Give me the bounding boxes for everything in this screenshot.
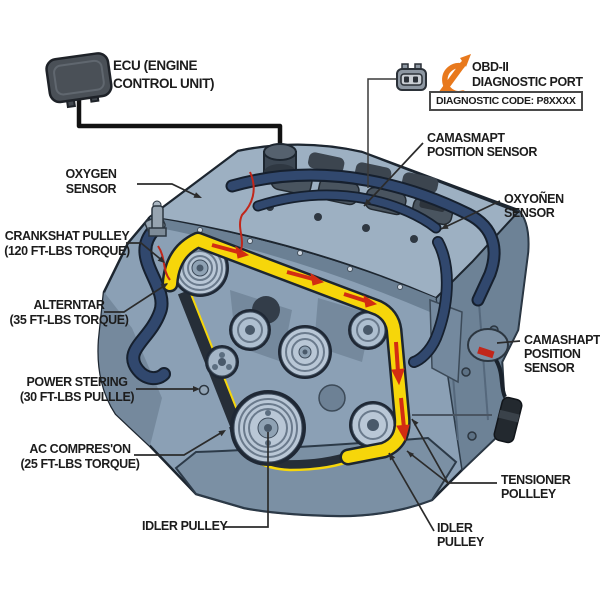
- label-line: TENSIONER: [501, 473, 571, 487]
- label-line: (25 FT-LBS TORQUE): [20, 457, 140, 471]
- sensor-wires: [157, 171, 255, 281]
- oxygen-sensor-part: [148, 200, 167, 237]
- label-line: (35 FT-LBS TORQUE): [9, 313, 129, 327]
- label-camshaft-sensor-right: CAMASHAPT POSITION SENSOR: [524, 333, 600, 375]
- label-obd-port: OBD-II DIAGNOSTIC PORT: [472, 60, 583, 90]
- label-line: POWER STERING: [26, 375, 128, 389]
- leader-arrowheads: [157, 192, 449, 461]
- label-crankshaft-pulley: CRANKSHAT PULLEY (120 FT-LBS TORQUE): [4, 229, 130, 259]
- label-line: OBD-II: [472, 60, 509, 74]
- label-idler-pulley-right: IDLER PULLEY: [437, 521, 484, 549]
- label-line: POSITION SENSOR: [427, 145, 537, 159]
- label-line: POSITION: [524, 347, 581, 361]
- label-line: ALTERNTAR: [33, 298, 105, 312]
- label-power-steering: POWER STERING (30 FT-LBS PULLLE): [16, 375, 138, 405]
- ecu-wire: [76, 95, 283, 161]
- label-line: PULLEY: [437, 535, 484, 549]
- label-ecu: ECU (ENGINE CONTROL UNIT): [113, 57, 214, 93]
- label-line: OXYOÑEN: [504, 192, 564, 206]
- label-line: CAMASHAPT: [524, 333, 600, 347]
- label-alternator: ALTERNTAR (35 FT-LBS TORQUE): [8, 298, 130, 328]
- label-line: SENSOR: [65, 182, 117, 196]
- idler-pulley-right: [349, 401, 397, 449]
- hoses: [126, 168, 501, 386]
- label-oxygen-sensor-left: OXYGEN SENSOR: [36, 167, 146, 197]
- label-line: ECU (ENGINE: [113, 58, 198, 73]
- label-line: (120 FT-LBS TORQUE): [4, 244, 130, 258]
- label-camshaft-sensor-top: CAMASMAPT POSITION SENSOR: [427, 131, 537, 159]
- ac-compressor-pulley: [230, 390, 306, 466]
- label-line: CAMASMAPT: [427, 131, 505, 145]
- serpentine-belt: [161, 231, 411, 466]
- water-pump-pulley: [278, 325, 332, 379]
- label-line: CONTROL UNIT): [113, 76, 215, 91]
- label-line: IDLER: [437, 521, 473, 535]
- leader-lines: [104, 142, 521, 532]
- label-line: IDLER PULLEY: [142, 519, 228, 533]
- label-line: DIAGNOSTIC PORT: [472, 75, 583, 89]
- pulleys: [171, 239, 397, 466]
- label-line: SENSOR: [504, 206, 555, 220]
- ecu-icon: [45, 52, 113, 109]
- label-oxygen-sensor-right: OXYOÑEN SENSOR: [504, 192, 564, 220]
- label-line: (30 FT-LBS PULLLE): [19, 390, 135, 404]
- belt-direction-arrows: [211, 243, 410, 442]
- obd-connector-icon: [396, 63, 427, 91]
- label-tensioner-pulley: TENSIONER POLLLEY: [501, 473, 571, 501]
- label-line: POLLLEY: [501, 487, 556, 501]
- label-line: OXYGEN: [65, 167, 117, 181]
- mid-pulley: [229, 309, 271, 351]
- camshaft-sensor-part: [412, 328, 523, 444]
- label-line: CRANKSHAT PULLEY: [4, 229, 130, 243]
- accessory-pulley: [205, 345, 239, 379]
- label-idler-pulley-left: IDLER PULLEY: [142, 519, 228, 534]
- label-line: SENSOR: [524, 361, 575, 375]
- label-ac-compressor: AC COMPRES'ON (25 FT-LBS TORQUE): [18, 442, 142, 472]
- diagnostic-code-box: DIAGNOSTIC CODE: P8XXXX: [429, 91, 583, 111]
- label-line: AC COMPRES'ON: [29, 442, 131, 456]
- diagnostic-icon: [438, 54, 471, 97]
- obd-wire: [367, 78, 396, 188]
- right-pulley: [348, 310, 388, 350]
